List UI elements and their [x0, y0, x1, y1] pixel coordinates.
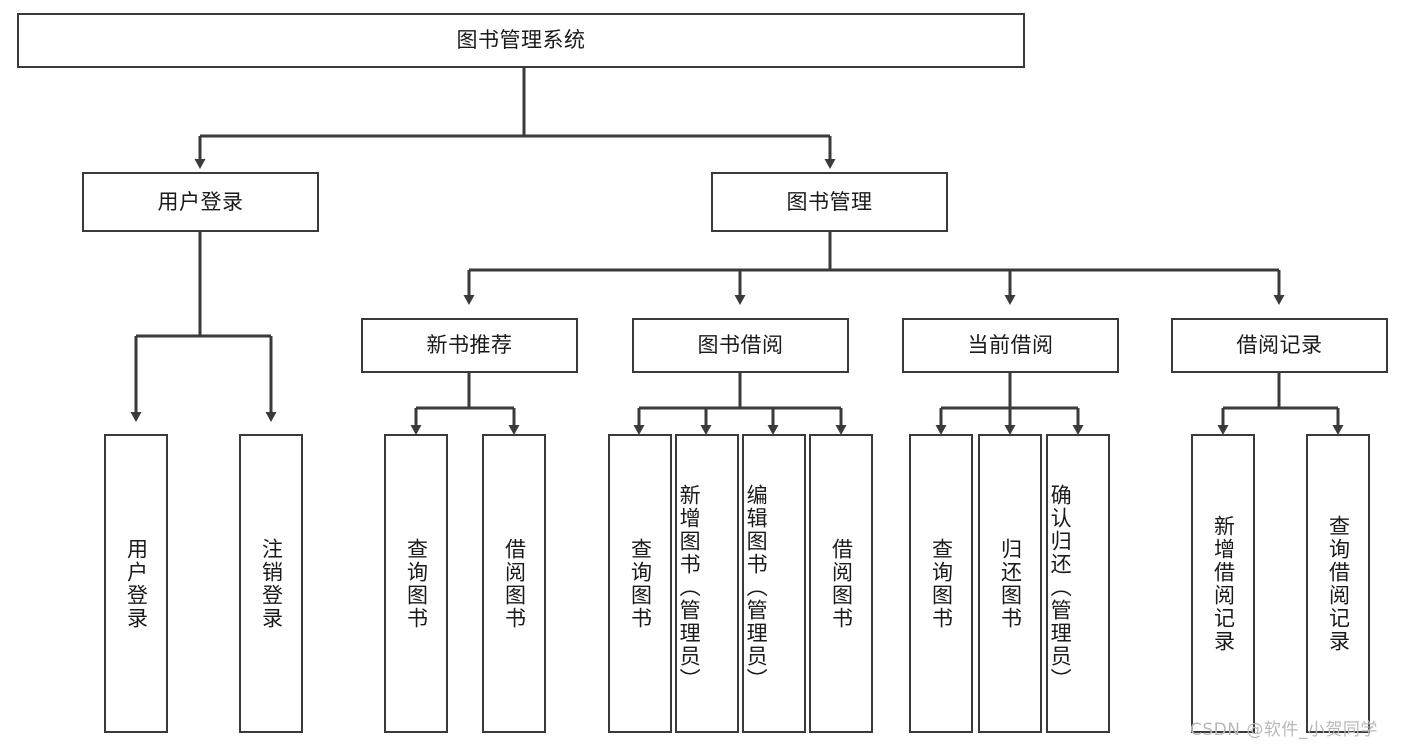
node-borrow-record-label: 借阅记录: [1236, 333, 1323, 358]
leaf-label: 用户登录: [124, 537, 149, 630]
leaf-book-borrow-query-book[interactable]: 查询图书: [608, 434, 672, 733]
leaf-book-borrow-borrow-book[interactable]: 借阅图书: [809, 434, 873, 733]
node-current-borrow[interactable]: 当前借阅: [902, 318, 1119, 373]
leaf-book-borrow-edit-book[interactable]: 编辑图书（管理员）: [742, 434, 806, 733]
leaf-book-borrow-add-book[interactable]: 新增图书（管理员）: [675, 434, 739, 733]
leaf-current-borrow-return-book[interactable]: 归还图书: [978, 434, 1042, 733]
leaf-borrow-record-query-record[interactable]: 查询借阅记录: [1306, 434, 1370, 733]
node-borrow-record[interactable]: 借阅记录: [1171, 318, 1388, 373]
node-book-management[interactable]: 图书管理: [711, 172, 948, 232]
leaf-user-login-login[interactable]: 用户登录: [104, 434, 168, 733]
node-user-login[interactable]: 用户登录: [82, 172, 319, 232]
leaf-current-borrow-query-book[interactable]: 查询图书: [909, 434, 973, 733]
node-current-borrow-label: 当前借阅: [967, 333, 1054, 358]
leaf-new-book-borrow-book[interactable]: 借阅图书: [482, 434, 546, 733]
leaf-label: 查询图书: [929, 537, 954, 630]
leaf-label: 查询图书: [404, 537, 429, 630]
node-book-management-label: 图书管理: [786, 189, 873, 214]
leaf-borrow-record-add-record[interactable]: 新增借阅记录: [1191, 434, 1255, 733]
leaf-label: 新增借阅记录: [1211, 514, 1236, 653]
leaf-label: 借阅图书: [829, 537, 854, 630]
leaf-label: 编辑图书（管理员）: [744, 484, 769, 691]
leaf-label: 归还图书: [998, 537, 1023, 630]
node-root-label: 图书管理系统: [456, 28, 586, 53]
node-new-book-recommend[interactable]: 新书推荐: [361, 318, 578, 373]
leaf-label: 新增图书（管理员）: [677, 484, 702, 691]
leaf-label: 注销登录: [259, 537, 284, 630]
node-user-login-label: 用户登录: [157, 189, 244, 214]
node-root-book-management-system[interactable]: 图书管理系统: [17, 13, 1025, 68]
leaf-current-borrow-confirm-return[interactable]: 确认归还（管理员）: [1046, 434, 1110, 733]
leaf-label: 借阅图书: [502, 537, 527, 630]
leaf-new-book-query-book[interactable]: 查询图书: [384, 434, 448, 733]
node-new-book-recommend-label: 新书推荐: [426, 333, 513, 358]
leaf-label: 确认归还（管理员）: [1048, 484, 1073, 691]
leaf-label: 查询借阅记录: [1326, 514, 1351, 653]
node-book-borrow[interactable]: 图书借阅: [632, 318, 849, 373]
leaf-user-login-logout[interactable]: 注销登录: [239, 434, 303, 733]
node-book-borrow-label: 图书借阅: [697, 333, 784, 358]
leaf-label: 查询图书: [628, 537, 653, 630]
